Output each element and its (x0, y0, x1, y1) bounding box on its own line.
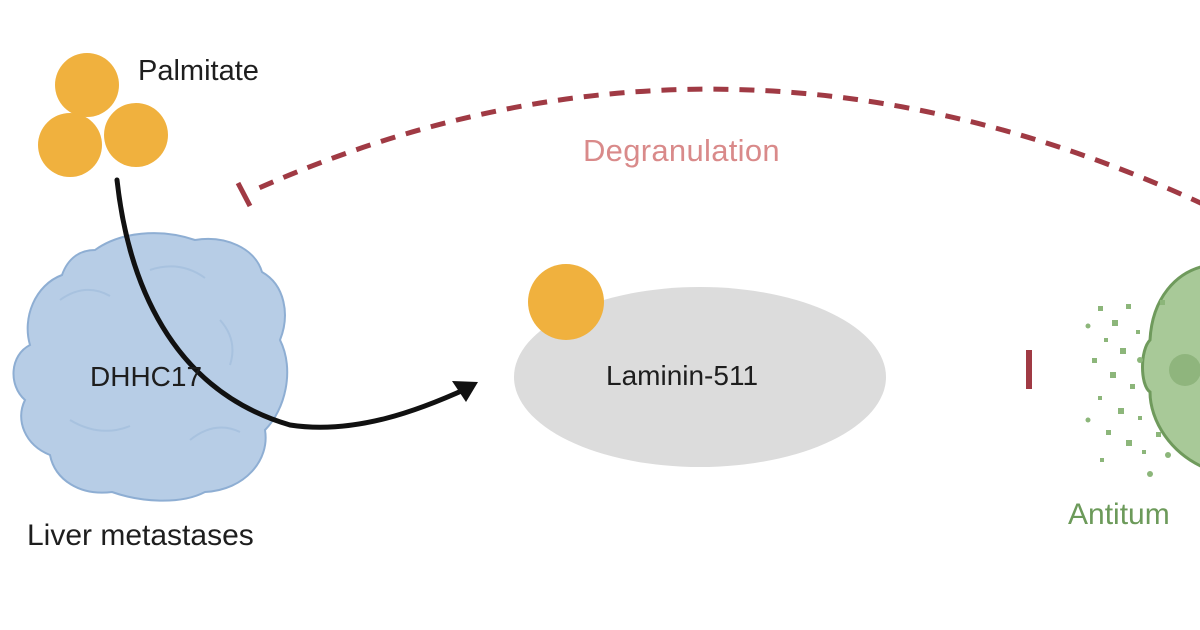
tumor-texture (59, 265, 241, 441)
degranulation-label: Degranulation (583, 133, 780, 168)
degranulation-arc-bar (235, 181, 253, 208)
laminin-label: Laminin-511 (606, 360, 759, 391)
palmitate-bead (55, 53, 119, 117)
immune-cell-nucleus (1169, 354, 1200, 386)
palmitate-label: Palmitate (138, 55, 259, 87)
laminin-palmitate-bead (528, 264, 604, 340)
degranulation-dashed-arc (248, 86, 1200, 206)
tumor-cell (12, 232, 289, 502)
laminin-ellipse (514, 287, 886, 467)
palmitoylation-arrowhead (452, 381, 478, 402)
dhhc17-label: DHHC17 (90, 361, 203, 392)
liver-metastases-label: Liver metastases (27, 519, 254, 552)
palmitoylation-arrow (114, 177, 471, 430)
antitumor-label: Antitum (1068, 498, 1170, 531)
palmitate-bead (104, 103, 168, 167)
cytotoxic-granules (1085, 300, 1171, 477)
palmitate-bead (38, 113, 102, 177)
